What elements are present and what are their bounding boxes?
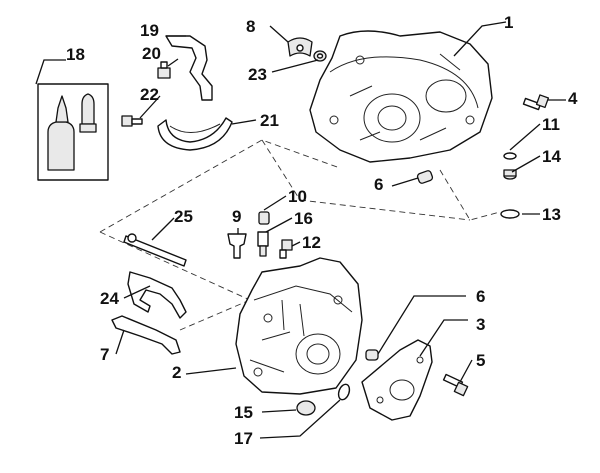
assembly-dashed-lines bbox=[99, 139, 501, 331]
part-20-bolt bbox=[157, 61, 171, 79]
part-11-washer bbox=[503, 152, 517, 160]
callout-22: 22 bbox=[140, 85, 159, 104]
part-4-bolt bbox=[522, 94, 550, 111]
part-3-end-cover bbox=[361, 339, 433, 421]
callout-5: 5 bbox=[476, 351, 485, 370]
callout-1: 1 bbox=[504, 13, 513, 32]
part-25-shift-rail bbox=[123, 233, 187, 267]
callout-7: 7 bbox=[100, 345, 109, 364]
callout-21: 21 bbox=[260, 111, 279, 130]
callout-4: 4 bbox=[568, 89, 578, 108]
part-9-switch bbox=[227, 233, 247, 259]
part-18-sealant-kit bbox=[37, 83, 109, 181]
part-10-cap bbox=[258, 211, 270, 225]
part-19-bracket bbox=[165, 35, 213, 101]
part-14-plug bbox=[503, 169, 517, 180]
callout-12: 12 bbox=[302, 233, 321, 252]
part-24-shift-fork bbox=[127, 271, 187, 319]
callout-11: 11 bbox=[542, 115, 560, 134]
part-7-shift-fork bbox=[111, 315, 181, 355]
callout-23: 23 bbox=[248, 65, 267, 84]
part-6-bushing-upper bbox=[416, 170, 434, 184]
callout-6-lower: 6 bbox=[476, 287, 485, 306]
callout-3: 3 bbox=[476, 315, 485, 334]
part-8-clip bbox=[287, 37, 313, 57]
part-5-bolt bbox=[442, 373, 469, 397]
part-12-sensor bbox=[279, 239, 293, 259]
callout-16: 16 bbox=[294, 209, 313, 228]
callout-2: 2 bbox=[172, 363, 181, 382]
part-16-sensor bbox=[257, 231, 269, 257]
part-22-screw bbox=[121, 115, 143, 127]
callout-17: 17 bbox=[234, 429, 253, 448]
callout-9: 9 bbox=[232, 207, 241, 226]
part-21-heat-shield bbox=[157, 117, 233, 151]
part-2-gearbox-housing bbox=[235, 257, 363, 395]
part-17-ring bbox=[337, 383, 351, 401]
part-15-plug bbox=[296, 400, 316, 416]
part-6-bushing-lower bbox=[365, 349, 379, 361]
callout-10: 10 bbox=[288, 187, 307, 206]
callout-14: 14 bbox=[542, 147, 561, 166]
callout-labels: 18 19 20 22 21 8 23 1 4 11 14 13 6 10 16… bbox=[66, 13, 578, 448]
part-23-seal-ring bbox=[313, 50, 327, 62]
callout-19: 19 bbox=[140, 21, 159, 40]
callout-13: 13 bbox=[542, 205, 561, 224]
callout-15: 15 bbox=[234, 403, 253, 422]
part-1-gearbox-housing bbox=[309, 30, 493, 163]
callout-6-upper: 6 bbox=[374, 175, 383, 194]
callout-24: 24 bbox=[100, 289, 119, 308]
leader-lines bbox=[35, 21, 566, 439]
callout-18: 18 bbox=[66, 45, 85, 64]
part-13-o-ring bbox=[500, 209, 520, 219]
callout-20: 20 bbox=[142, 44, 161, 63]
callout-8: 8 bbox=[246, 17, 255, 36]
callout-25: 25 bbox=[174, 207, 193, 226]
